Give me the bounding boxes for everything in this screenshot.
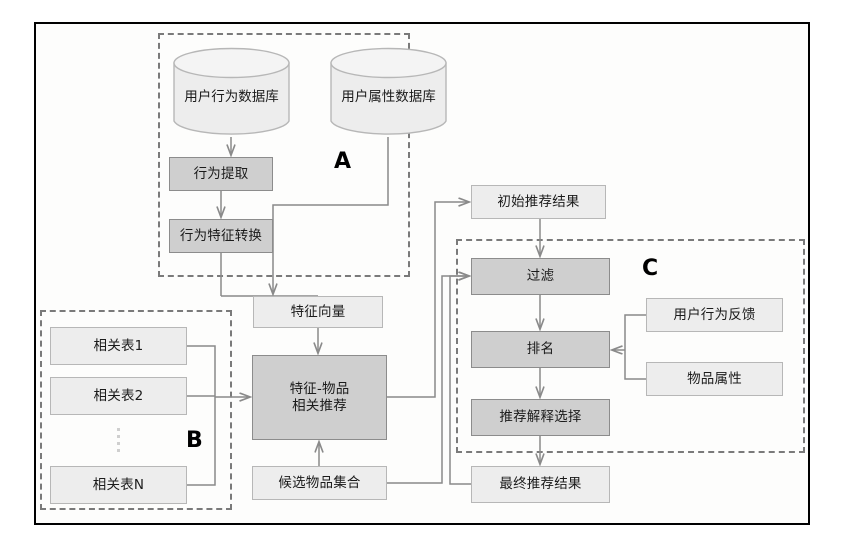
node-feature-vector-label: 特征向量 xyxy=(290,303,346,320)
node-feature-item-recommend-label: 特征-物品 相关推荐 xyxy=(289,380,350,414)
node-behavior-feature-transform-label: 行为特征转换 xyxy=(179,227,263,244)
node-related-table-n[interactable]: 相关表N xyxy=(50,466,187,504)
node-feature-item-recommend[interactable]: 特征-物品 相关推荐 xyxy=(252,355,387,440)
node-related-table-n-label: 相关表N xyxy=(92,476,145,493)
node-initial-recommend-result[interactable]: 初始推荐结果 xyxy=(471,185,606,219)
node-feature-vector[interactable]: 特征向量 xyxy=(253,296,383,328)
node-initial-recommend-result-label: 初始推荐结果 xyxy=(497,193,580,210)
db-user-behavior-label: 用户行为数据库 xyxy=(184,89,279,105)
db-user-attribute-label: 用户属性数据库 xyxy=(341,89,436,105)
group-c-label: C xyxy=(642,256,659,281)
node-user-behavior-feedback-label: 用户行为反馈 xyxy=(673,306,756,323)
node-item-attribute-label: 物品属性 xyxy=(687,370,742,387)
node-related-table-2-label: 相关表2 xyxy=(93,387,144,404)
node-behavior-extraction[interactable]: 行为提取 xyxy=(169,157,273,191)
node-ranking[interactable]: 排名 xyxy=(471,331,610,368)
node-filter-label: 过滤 xyxy=(526,268,555,285)
ellipsis-dots xyxy=(117,424,121,462)
group-a-label: A xyxy=(334,149,352,174)
node-recommend-explanation-select-label: 推荐解释选择 xyxy=(499,409,582,426)
node-user-behavior-feedback[interactable]: 用户行为反馈 xyxy=(646,298,783,332)
group-b-label: B xyxy=(186,428,203,453)
node-behavior-feature-transform[interactable]: 行为特征转换 xyxy=(169,219,273,253)
node-related-table-1-label: 相关表1 xyxy=(93,337,144,354)
node-recommend-explanation-select[interactable]: 推荐解释选择 xyxy=(471,399,610,436)
cylinder-shape xyxy=(330,47,447,135)
node-filter[interactable]: 过滤 xyxy=(471,258,610,295)
group-b-boundary xyxy=(40,310,232,510)
node-final-recommend-result-label: 最终推荐结果 xyxy=(499,476,582,493)
node-behavior-extraction-label: 行为提取 xyxy=(193,165,249,182)
node-ranking-label: 排名 xyxy=(526,341,555,358)
node-related-table-2[interactable]: 相关表2 xyxy=(50,377,187,415)
node-final-recommend-result[interactable]: 最终推荐结果 xyxy=(471,466,610,503)
node-candidate-item-set-label: 候选物品集合 xyxy=(278,474,361,491)
db-user-attribute: 用户属性数据库 xyxy=(330,47,447,137)
node-candidate-item-set[interactable]: 候选物品集合 xyxy=(252,466,387,500)
node-item-attribute[interactable]: 物品属性 xyxy=(646,362,783,396)
db-user-behavior: 用户行为数据库 xyxy=(173,47,290,137)
cylinder-shape xyxy=(173,47,290,135)
node-related-table-1[interactable]: 相关表1 xyxy=(50,327,187,365)
